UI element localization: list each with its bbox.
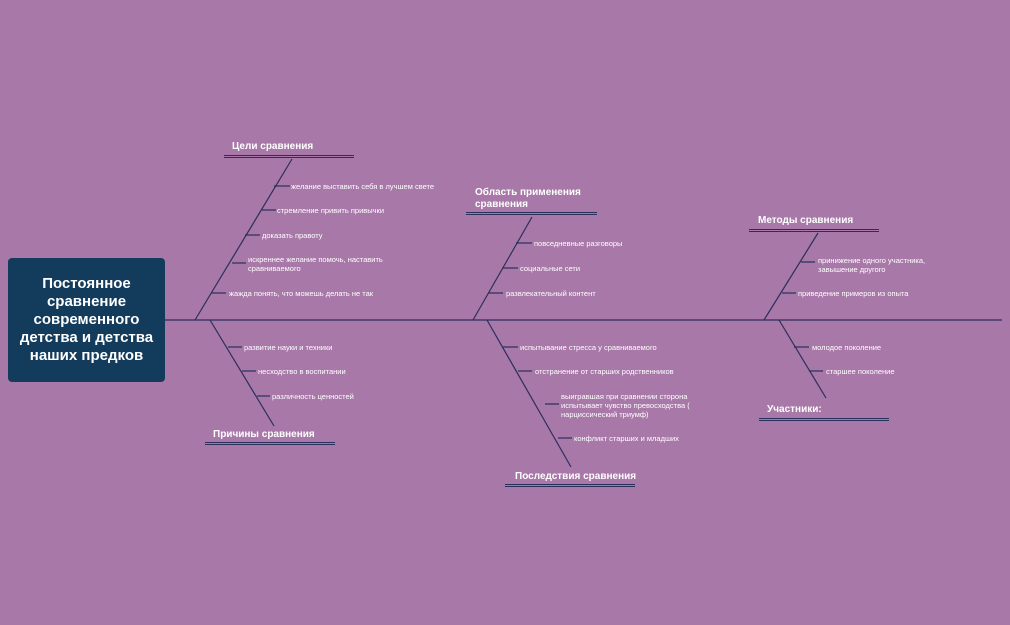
consequences-item[interactable]: выигравшая при сравнении сторона испытыв… <box>561 392 690 419</box>
bone-participants <box>778 319 827 399</box>
category-area-underline <box>466 212 597 215</box>
category-causes-underline <box>205 442 335 445</box>
category-consequences-label[interactable]: Последствия сравнения <box>515 471 637 482</box>
causes-item[interactable]: несходство в воспитании <box>258 367 346 376</box>
goals-item[interactable]: жажда понять, что можешь делать не так <box>229 289 374 298</box>
category-goals-label[interactable]: Цели сравнения <box>232 141 314 152</box>
goals-item[interactable]: желание выставить себя в лучшем свете <box>291 182 435 191</box>
area-item[interactable]: повседневные разговоры <box>534 239 623 248</box>
causes-item[interactable]: различность ценностей <box>272 392 354 401</box>
category-participants-underline <box>759 418 889 421</box>
goals-item[interactable]: доказать правоту <box>262 231 323 240</box>
consequences-item[interactable]: испытывание стресса у сравниваемого <box>520 343 657 352</box>
category-goals-underline <box>224 155 354 158</box>
causes-item[interactable]: развитие науки и техники <box>244 343 333 352</box>
participants-item[interactable]: молодое поколение <box>812 343 882 352</box>
category-participants-label[interactable]: Участники: <box>767 404 822 415</box>
bone-causes <box>209 319 275 427</box>
bone-methods <box>763 232 819 321</box>
category-consequences-underline <box>505 484 635 487</box>
category-area-label[interactable]: Область применения сравнения <box>475 187 581 210</box>
participants-item[interactable]: старшее поколение <box>826 367 895 376</box>
area-item[interactable]: развлекательный контент <box>506 289 596 298</box>
bone-area <box>472 216 533 321</box>
consequences-item[interactable]: конфликт старших и младших <box>574 434 679 443</box>
category-methods-underline <box>749 229 879 232</box>
goals-item[interactable]: искреннее желание помочь, наставить срав… <box>248 255 383 273</box>
methods-item[interactable]: принижение одного участника, завышение д… <box>818 256 926 274</box>
fish-head[interactable]: Постоянное сравнение современного детств… <box>8 258 165 382</box>
category-causes-label[interactable]: Причины сравнения <box>213 429 315 440</box>
category-methods-label[interactable]: Методы сравнения <box>758 215 854 226</box>
consequences-item[interactable]: отстранение от старших родственников <box>535 367 674 376</box>
methods-item[interactable]: приведение примеров из опыта <box>798 289 909 298</box>
head-title: Постоянное сравнение современного детств… <box>19 275 154 364</box>
goals-item[interactable]: стремление привить привычки <box>277 206 385 215</box>
area-item[interactable]: социальные сети <box>520 264 581 273</box>
bone-consequences <box>486 319 572 468</box>
